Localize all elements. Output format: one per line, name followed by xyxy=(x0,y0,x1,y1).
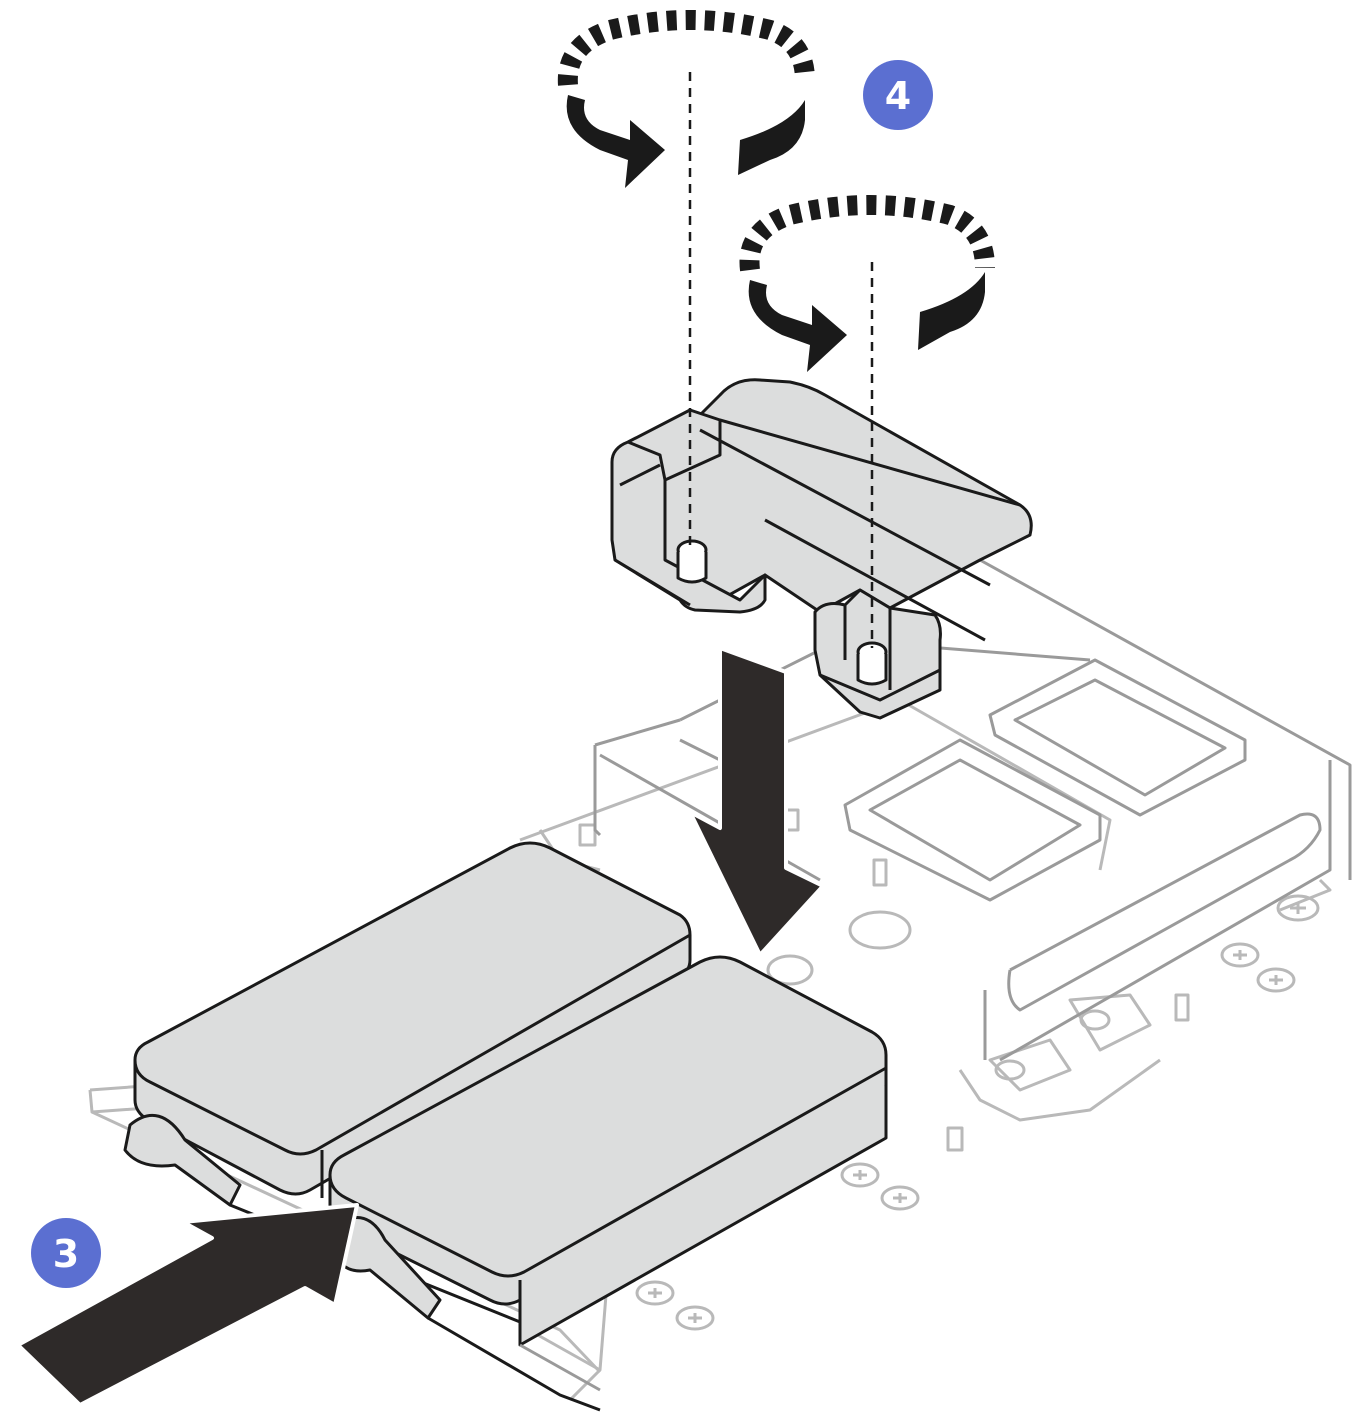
lower-arrow-icon xyxy=(688,646,825,957)
power-supply-cage xyxy=(593,558,1352,1062)
power-supply-unit-left xyxy=(123,841,692,1332)
push-arrow-icon xyxy=(16,1203,359,1407)
psu-bracket xyxy=(610,378,1033,720)
step-number: 4 xyxy=(885,74,911,118)
rotate-screw-arrow-icon xyxy=(739,195,995,372)
step-badge-3: 3 xyxy=(31,1218,101,1288)
step-number: 3 xyxy=(53,1232,79,1276)
rotate-screw-arrow-icon xyxy=(557,10,815,188)
step-badge-4: 4 xyxy=(863,60,933,130)
screw-axis-lines xyxy=(688,72,874,648)
power-supply-unit-right xyxy=(328,955,888,1412)
